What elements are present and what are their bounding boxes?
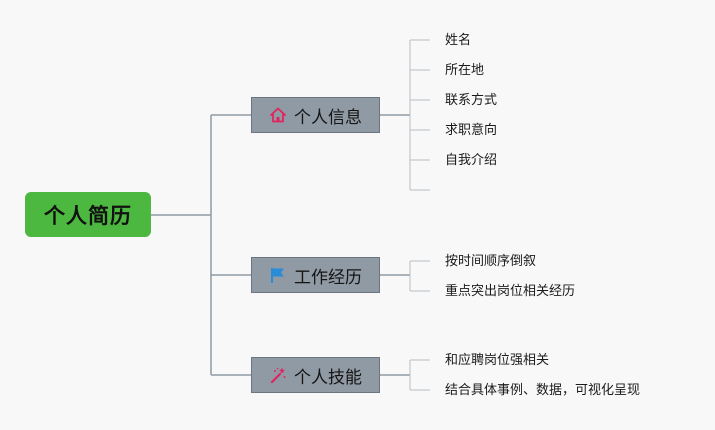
home-icon (268, 105, 288, 125)
branch-label: 工作经历 (294, 267, 362, 288)
leaf-node[interactable]: 结合具体事例、数据，可视化呈现 (445, 383, 641, 398)
branch-label: 个人信息 (294, 107, 362, 128)
magic-wand-icon (268, 365, 288, 385)
branch-label: 个人技能 (294, 367, 362, 388)
leaf-node[interactable]: 按时间顺序倒叙 (445, 254, 537, 269)
leaf-node[interactable]: 和应聘岗位强相关 (445, 353, 550, 368)
flag-icon (268, 265, 288, 285)
leaf-node[interactable]: 姓名 (445, 33, 472, 48)
root-node[interactable]: 个人简历 (25, 192, 151, 237)
branch-node-personal-info[interactable]: 个人信息 (251, 97, 380, 133)
root-label: 个人简历 (44, 203, 132, 228)
leaf-node[interactable]: 求职意向 (445, 123, 498, 138)
branch-node-work-experience[interactable]: 工作经历 (251, 257, 380, 293)
branch-node-skills[interactable]: 个人技能 (251, 357, 380, 393)
leaf-node[interactable]: 所在地 (445, 63, 485, 78)
leaf-node[interactable]: 联系方式 (445, 93, 498, 108)
leaf-node[interactable]: 重点突出岗位相关经历 (445, 284, 576, 299)
leaf-node[interactable]: 自我介绍 (445, 153, 498, 168)
